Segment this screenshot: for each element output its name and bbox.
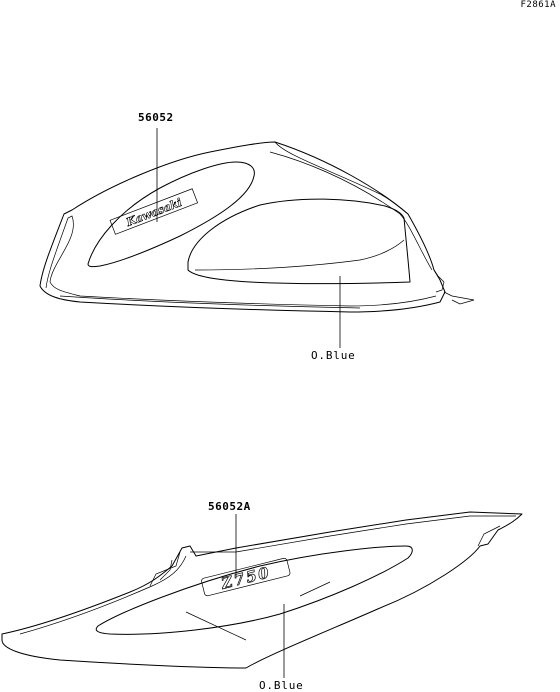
kawasaki-decal-text: Kawasaki xyxy=(124,196,184,229)
figure-id: F2861A xyxy=(520,0,556,10)
side-cover-drawing: Z750 xyxy=(1,511,523,678)
kawasaki-decal: Kawasaki xyxy=(109,188,199,235)
part-number-56052A: 56052A xyxy=(208,500,251,513)
z750-decal: Z750 xyxy=(201,557,291,597)
part-number-56052: 56052 xyxy=(138,111,174,124)
fuel-tank-drawing: Kawasaki xyxy=(39,128,475,348)
color-label-tank: O.Blue xyxy=(311,349,356,362)
color-label-cover: O.Blue xyxy=(259,679,304,692)
